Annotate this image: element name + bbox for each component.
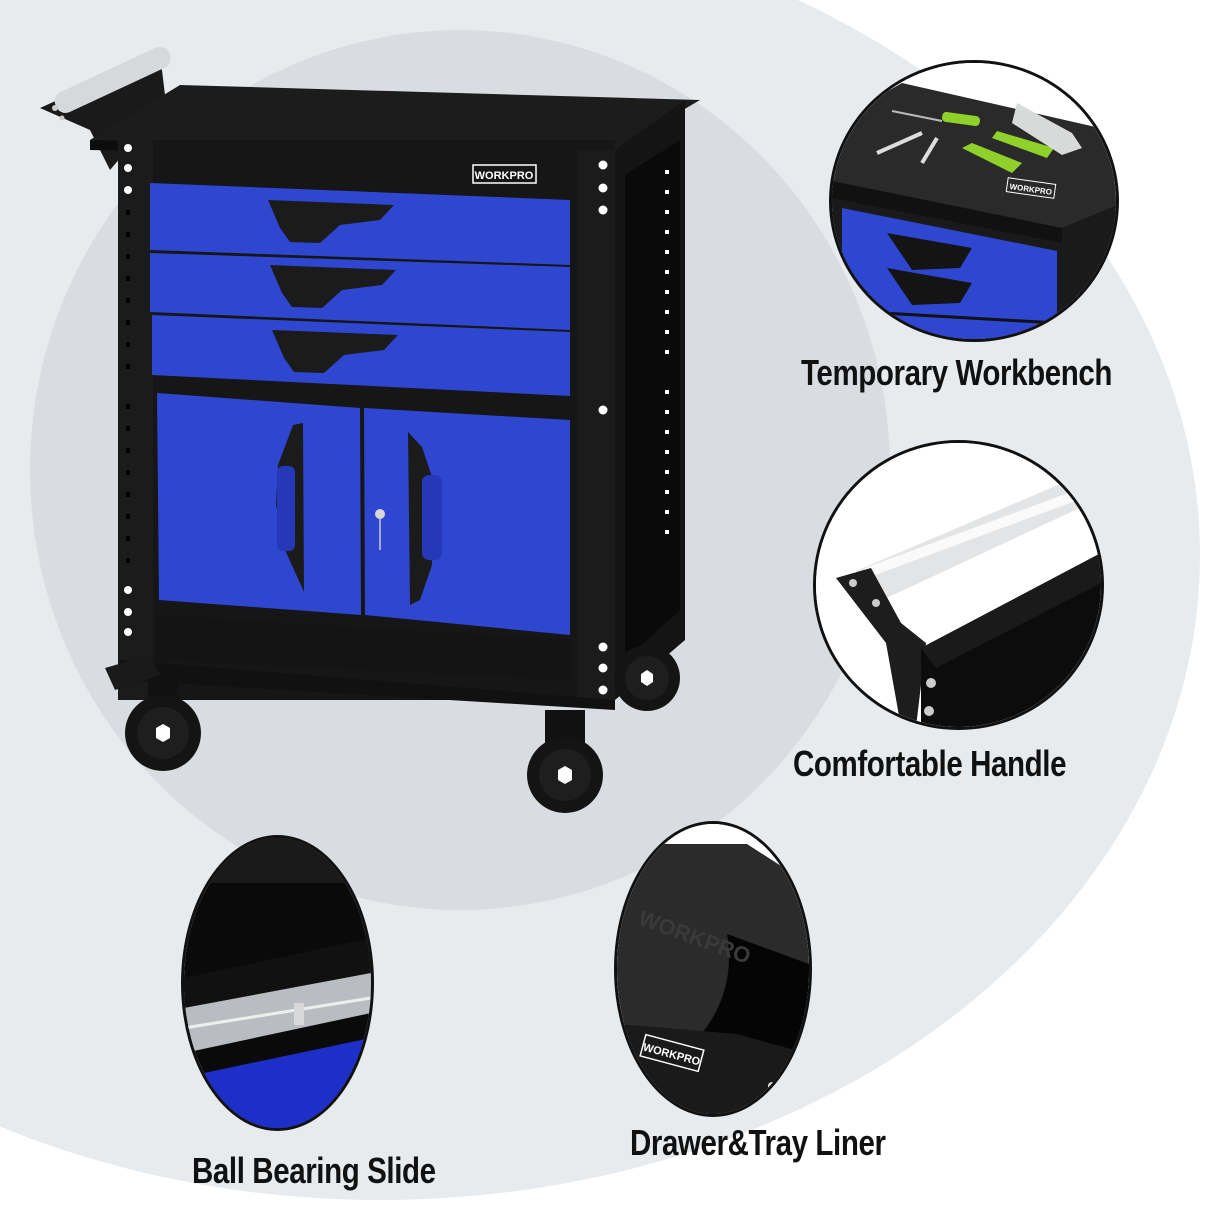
- liner-detail-image: WORKPRO WORKPRO: [617, 824, 809, 1114]
- caption-ball-bearing-slide: Ball Bearing Slide: [192, 1150, 436, 1191]
- svg-text:WORKPRO: WORKPRO: [475, 170, 534, 182]
- drawers: [150, 183, 570, 396]
- caption-temporary-workbench: Temporary Workbench: [801, 352, 1112, 393]
- inset-temporary-workbench: WORKPRO: [829, 60, 1119, 342]
- inset-ball-bearing-slide: [181, 835, 374, 1131]
- slide-detail-image: [184, 838, 371, 1128]
- inset-drawer-tray-liner: WORKPRO WORKPRO: [614, 821, 812, 1117]
- tool-cart-image: WORKPRO: [40, 46, 700, 813]
- cabinet-doors: [157, 393, 570, 635]
- inset-comfortable-handle: [813, 440, 1104, 730]
- handle-detail-image: [816, 443, 1101, 727]
- caster-front-right: [527, 710, 603, 813]
- caption-drawer-tray-liner: Drawer&Tray Liner: [630, 1122, 886, 1163]
- caster-rear-right: [614, 645, 680, 711]
- caption-comfortable-handle: Comfortable Handle: [793, 743, 1067, 784]
- workbench-detail-image: WORKPRO: [832, 63, 1116, 339]
- caster-front-left: [105, 655, 201, 771]
